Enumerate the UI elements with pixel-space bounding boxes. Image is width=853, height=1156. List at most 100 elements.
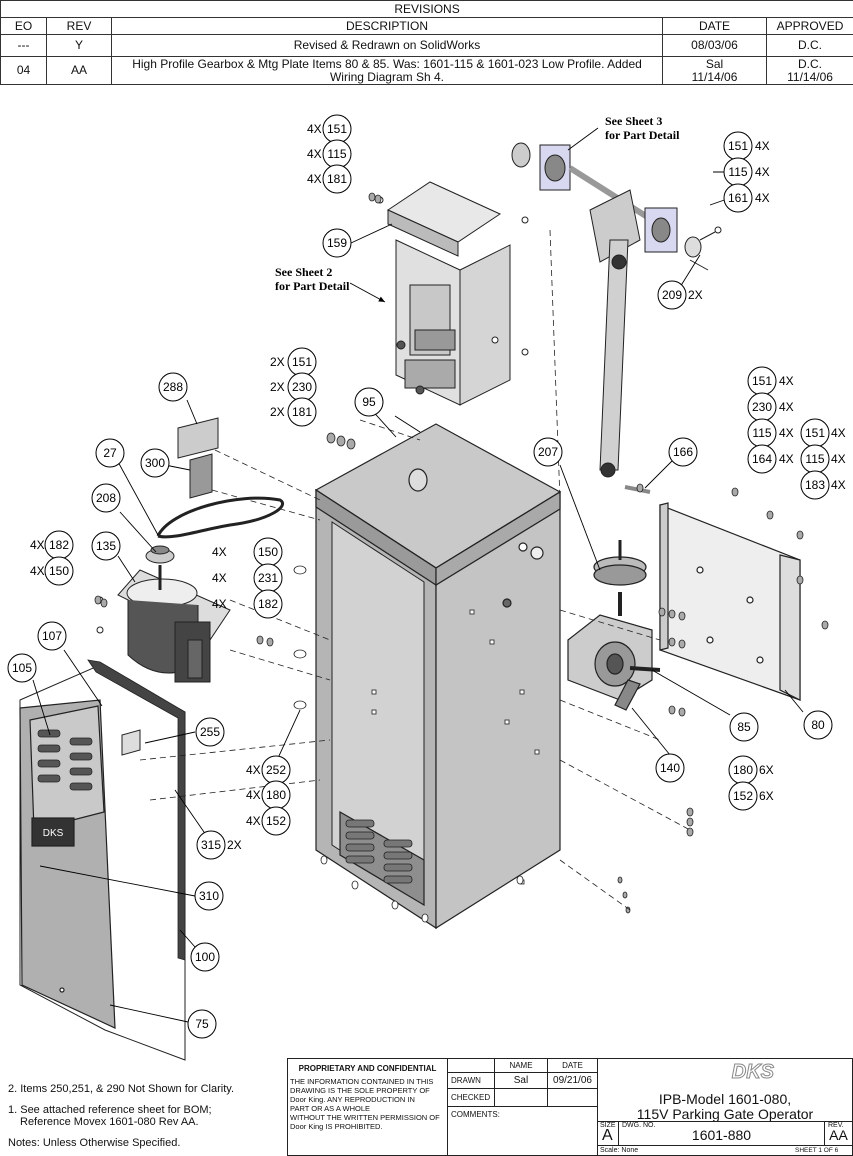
callout-181-top: 181 — [322, 164, 352, 194]
callout-75: 75 — [187, 1009, 217, 1039]
qty-152-right: 6X — [759, 789, 774, 803]
row2-approved-line1: D.C. — [798, 56, 823, 71]
see-sheet-2-line2: for Part Detail — [275, 279, 350, 293]
svg-text:85: 85 — [737, 720, 751, 734]
qty-181-mid: 2X — [270, 405, 285, 419]
row2-description-line2: Wiring Diagram Sh 4. — [329, 69, 445, 84]
dwg-no-box: DWG. NO. 1601-880 — [618, 1121, 825, 1146]
qty-115-top: 4X — [307, 147, 322, 161]
proprietary-line-1: THE INFORMATION CONTAINED IN THIS — [290, 1077, 434, 1086]
callout-150-center: 150 — [253, 537, 283, 567]
qty-183: 4X — [831, 478, 846, 492]
row2-date-line2: 11/14/06 — [691, 69, 738, 84]
callout-151-top: 151 — [322, 114, 352, 144]
callout-161: 161 — [723, 183, 753, 213]
svg-text:115: 115 — [728, 165, 747, 179]
qty-115-right: 4X — [755, 165, 770, 179]
callout-159: 159 — [322, 228, 352, 258]
svg-text:230: 230 — [292, 380, 312, 394]
notes-block: 2. Items 250,251, & 290 Not Shown for Cl… — [8, 1083, 234, 1149]
proprietary-line-5: WITHOUT THE WRITTEN PERMISSION OF — [290, 1113, 440, 1122]
scale-label: Scale: None — [600, 1147, 639, 1154]
svg-text:230: 230 — [752, 400, 772, 414]
drawn-label: DRAWN — [447, 1072, 495, 1089]
qty-182-center: 4X — [212, 597, 227, 611]
callout-255: 255 — [195, 717, 225, 747]
svg-text:140: 140 — [660, 761, 680, 775]
svg-text:231: 231 — [258, 571, 278, 585]
svg-text:115: 115 — [805, 452, 824, 466]
size-box: SIZE A — [597, 1121, 619, 1146]
note-1-line2: Reference Movex 1601-080 Rev AA. — [20, 1116, 199, 1128]
callout-151-r2: 151 — [747, 366, 777, 396]
callout-balloons: 151 115 181 159 151 115 161 209 151 230 … — [7, 114, 833, 1039]
callout-151-r3: 151 — [800, 418, 830, 448]
callout-183: 183 — [800, 470, 830, 500]
row1-date: 08/03/06 — [662, 34, 767, 57]
gearbox-part-85 — [567, 540, 661, 711]
callout-209: 209 — [657, 280, 687, 310]
callout-230-mid: 230 — [287, 372, 317, 402]
svg-text:115: 115 — [752, 426, 771, 440]
drawing-title: IPB-Model 1601-080, 115V Parking Gate Op… — [598, 1092, 852, 1122]
callout-115-r2: 115 — [747, 418, 777, 448]
proprietary-text: THE INFORMATION CONTAINED IN THIS DRAWIN… — [288, 1073, 447, 1131]
drawn-name: Sal — [494, 1072, 548, 1089]
proprietary-title: PROPRIETARY AND CONFIDENTIAL — [298, 1064, 437, 1073]
svg-text:300: 300 — [145, 456, 165, 470]
rev-box: REV. AA — [824, 1121, 853, 1146]
row2-description-line1: High Profile Gearbox & Mtg Plate Items 8… — [132, 56, 642, 71]
proprietary-line-3: Door King. ANY REPRODUCTION IN — [290, 1095, 415, 1104]
qty-164: 4X — [779, 452, 794, 466]
svg-text:115: 115 — [327, 147, 346, 161]
arm-assembly-sheet-3 — [511, 142, 722, 494]
mounting-plate-part-80 — [659, 502, 801, 701]
svg-text:182: 182 — [258, 597, 278, 611]
proprietary-box: PROPRIETARY AND CONFIDENTIAL THE INFORMA… — [287, 1058, 448, 1156]
qty-209: 2X — [688, 288, 703, 302]
revisions-table: REVISIONS EO REV DESCRIPTION DATE APPROV… — [0, 0, 853, 85]
callout-166: 166 — [668, 437, 698, 467]
qty-152-left: 4X — [246, 814, 261, 828]
svg-text:182: 182 — [49, 538, 69, 552]
see-sheet-3-line2: for Part Detail — [605, 128, 680, 142]
qty-151-mid: 2X — [270, 355, 285, 369]
svg-text:255: 255 — [200, 725, 220, 739]
svg-text:164: 164 — [752, 452, 772, 466]
svg-text:150: 150 — [258, 545, 278, 559]
callout-107: 107 — [37, 621, 67, 651]
callout-231: 231 — [253, 563, 283, 593]
see-sheet-2-line1: See Sheet 2 — [275, 265, 332, 279]
row2-description: High Profile Gearbox & Mtg Plate Items 8… — [111, 56, 663, 85]
callout-180-right: 180 — [728, 755, 758, 785]
drawn-date: 09/21/06 — [547, 1072, 598, 1089]
callout-252: 252 — [261, 755, 291, 785]
callout-288: 288 — [158, 372, 188, 402]
drawing-title-line1: IPB-Model 1601-080, — [658, 1091, 792, 1107]
callout-208: 208 — [91, 483, 121, 513]
date-header: DATE — [547, 1058, 598, 1073]
qty-150-center: 4X — [212, 545, 227, 559]
sheet-reference-notes: See Sheet 3 for Part Detail See Sheet 2 … — [275, 114, 680, 293]
svg-text:181: 181 — [292, 405, 312, 419]
svg-text:95: 95 — [362, 395, 376, 409]
comments-label: COMMENTS: — [447, 1106, 598, 1156]
callout-27: 27 — [95, 438, 125, 468]
callout-100: 100 — [190, 942, 220, 972]
callout-181-mid: 181 — [287, 397, 317, 427]
svg-text:151: 151 — [805, 426, 825, 440]
notes-heading: Notes: Unless Otherwise Specified. — [8, 1137, 181, 1149]
qty-181-top: 4X — [307, 172, 322, 186]
name-header: NAME — [494, 1058, 548, 1073]
leader-lines — [32, 127, 804, 1023]
svg-text:107: 107 — [42, 629, 62, 643]
svg-text:180: 180 — [733, 763, 753, 777]
callout-115-top: 115 — [322, 139, 352, 169]
svg-text:151: 151 — [327, 122, 347, 136]
size-label: SIZE — [600, 1122, 616, 1129]
header-date: DATE — [662, 17, 767, 35]
svg-text:151: 151 — [752, 374, 772, 388]
svg-text:310: 310 — [199, 889, 219, 903]
svg-text:207: 207 — [538, 445, 558, 459]
